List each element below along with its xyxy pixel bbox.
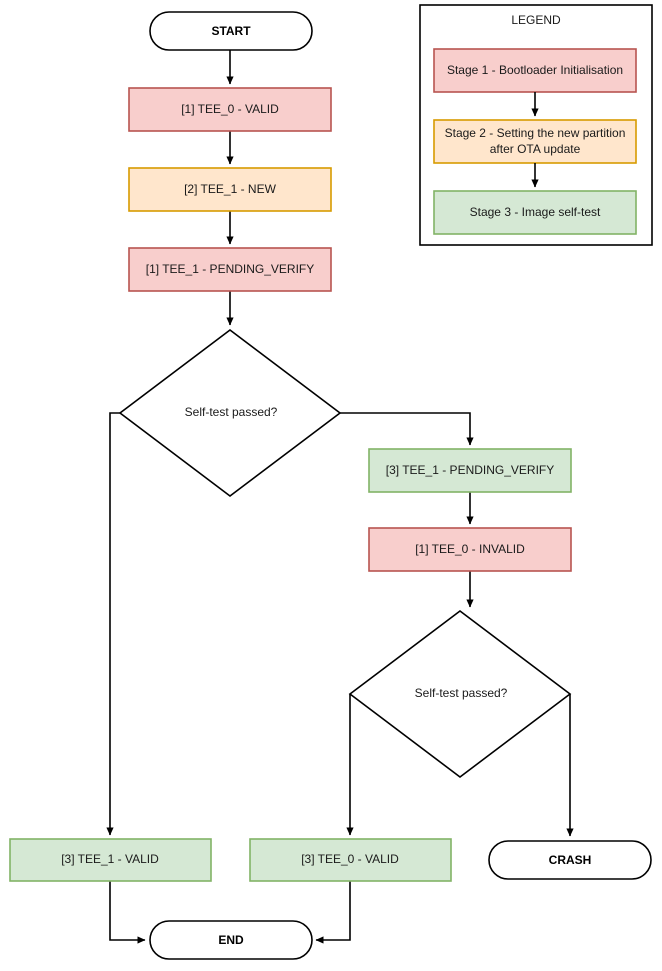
edges-group [106, 49, 574, 944]
node-tee1-pending-verify-1-label: [1] TEE_1 - PENDING_VERIFY [146, 262, 315, 276]
node-crash-label: CRASH [549, 853, 592, 867]
node-tee0-valid-label: [1] TEE_0 - VALID [181, 102, 279, 116]
node-tee0-valid-3[interactable]: [3] TEE_0 - VALID [249, 838, 452, 882]
edge-decision1-right-to-pendingverify3 [340, 412, 474, 446]
node-decision-self-test-2[interactable]: Self-test passed? [348, 609, 572, 779]
legend-panel: LEGEND Stage 1 - Bootloader Initialisati… [419, 4, 653, 246]
legend-item-stage-2-label-line2: after OTA update [490, 142, 581, 156]
node-tee1-pending-verify-3-label: [3] TEE_1 - PENDING_VERIFY [386, 463, 555, 477]
node-crash[interactable]: CRASH [488, 840, 652, 880]
legend-item-stage-3-label: Stage 3 - Image self-test [470, 205, 601, 219]
node-tee1-pending-verify-3[interactable]: [3] TEE_1 - PENDING_VERIFY [368, 448, 572, 493]
node-tee0-valid[interactable]: [1] TEE_0 - VALID [128, 87, 332, 132]
edge-tee0valid3-to-end [315, 880, 351, 944]
node-tee0-invalid-label: [1] TEE_0 - INVALID [415, 542, 525, 556]
edge-decision1-left-to-tee1valid [106, 412, 120, 836]
node-decision-self-test-1[interactable]: Self-test passed? [118, 328, 342, 498]
node-start[interactable]: START [149, 11, 313, 51]
node-tee1-new-label: [2] TEE_1 - NEW [184, 182, 276, 196]
edge-tee1valid-to-end [109, 880, 146, 944]
node-end[interactable]: END [149, 920, 313, 960]
node-tee0-invalid[interactable]: [1] TEE_0 - INVALID [368, 527, 572, 572]
node-tee1-new[interactable]: [2] TEE_1 - NEW [128, 167, 332, 212]
node-tee1-valid[interactable]: [3] TEE_1 - VALID [9, 838, 212, 882]
node-decision-self-test-1-label: Self-test passed? [185, 405, 278, 419]
node-tee0-valid-3-label: [3] TEE_0 - VALID [301, 852, 399, 866]
legend-item-stage-1-label: Stage 1 - Bootloader Initialisation [447, 63, 623, 77]
node-tee1-valid-label: [3] TEE_1 - VALID [61, 852, 159, 866]
legend-item-stage-2-label-line1: Stage 2 - Setting the new partition [445, 126, 626, 140]
legend-item-stage-3: Stage 3 - Image self-test [433, 190, 637, 235]
node-start-label: START [211, 24, 251, 38]
node-tee1-pending-verify-1[interactable]: [1] TEE_1 - PENDING_VERIFY [128, 247, 332, 292]
legend-item-stage-1: Stage 1 - Bootloader Initialisation [433, 48, 637, 93]
legend-item-stage-2: Stage 2 - Setting the new partition afte… [433, 119, 637, 164]
node-end-label: END [218, 933, 244, 947]
node-decision-self-test-2-label: Self-test passed? [415, 686, 508, 700]
legend-title: LEGEND [511, 13, 561, 27]
